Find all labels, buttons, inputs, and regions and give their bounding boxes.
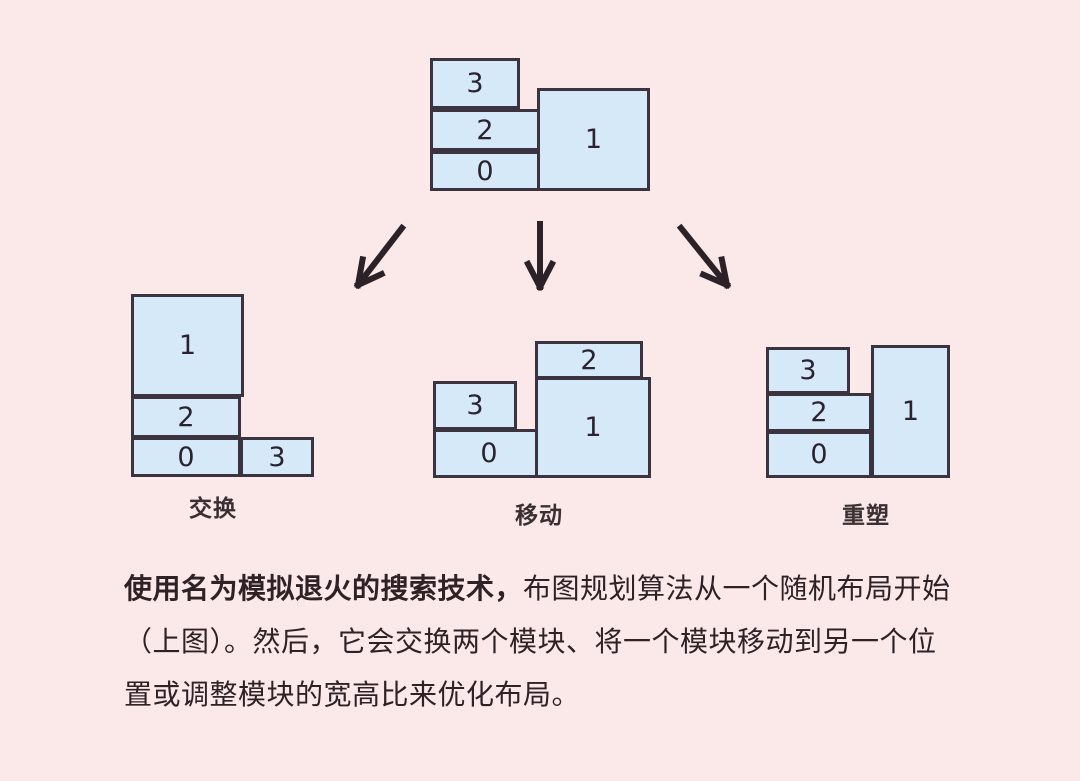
- block-label: 1: [584, 124, 603, 155]
- block-label: 0: [476, 155, 494, 187]
- move-block-2: 2: [535, 341, 643, 379]
- move-block-1: 1: [535, 377, 651, 478]
- caption-paragraph: 使用名为模拟退火的搜索技术，布图规划算法从一个随机布局开始（上图）。然后，它会交…: [124, 562, 964, 721]
- reshape-block-3: 3: [766, 347, 850, 394]
- swap-block-3: 3: [240, 437, 314, 477]
- paragraph-body: 布图规划算法从一个随机布局开始（上图）。然后，它会交换两个模块、将一个模块移动到…: [124, 572, 951, 711]
- block-label: 0: [177, 441, 195, 473]
- move-block-3: 3: [433, 381, 517, 430]
- block-label: 0: [810, 439, 828, 470]
- reshape-block-2: 2: [766, 393, 872, 432]
- block-label: 1: [901, 396, 920, 427]
- block-label: 2: [476, 114, 494, 146]
- swap-block-1: 1: [131, 294, 244, 397]
- block-label: 2: [580, 344, 598, 376]
- block-label: 0: [480, 438, 498, 469]
- initial-block-3: 3: [430, 58, 520, 109]
- initial-block-1: 1: [537, 88, 650, 191]
- move-block-0: 0: [433, 429, 545, 478]
- arrow-to-swap: [353, 223, 407, 290]
- block-label: 3: [268, 441, 286, 473]
- swap-block-0: 0: [131, 437, 241, 477]
- block-label: 3: [466, 68, 484, 99]
- paragraph-lead: 使用名为模拟退火的搜索技术，: [124, 572, 524, 605]
- caption-swap: 交换: [189, 496, 237, 522]
- block-label: 3: [799, 355, 817, 386]
- swap-block-2: 2: [131, 396, 241, 438]
- block-label: 2: [177, 401, 195, 433]
- initial-block-2: 2: [430, 109, 540, 151]
- block-label: 1: [584, 412, 602, 443]
- initial-block-0: 0: [430, 151, 540, 191]
- reshape-block-0: 0: [766, 431, 872, 478]
- arrow-to-reshape: [676, 223, 732, 290]
- arrow-to-move: [523, 221, 557, 292]
- block-label: 1: [178, 330, 197, 361]
- block-label: 2: [810, 397, 828, 428]
- reshape-block-1: 1: [871, 345, 950, 478]
- caption-move: 移动: [515, 503, 563, 529]
- block-label: 3: [466, 390, 484, 421]
- caption-reshape: 重塑: [842, 503, 890, 529]
